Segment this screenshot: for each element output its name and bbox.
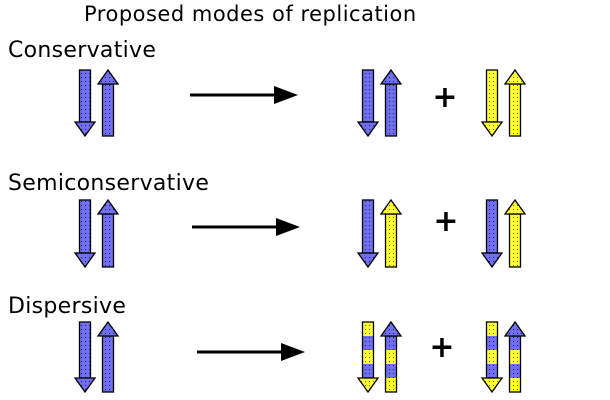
strand-arrowhead: [96, 320, 120, 337]
plus-sign: +: [433, 204, 458, 239]
strand-segment-new: [486, 350, 498, 364]
strand-segment-new: [509, 84, 521, 136]
strand-segment-new: [385, 350, 397, 364]
diagram-title: Proposed modes of replication: [84, 2, 417, 26]
strand-arrowhead: [379, 198, 403, 215]
strand-segment-parent: [362, 336, 374, 350]
row1-product0-strand-right: [379, 198, 403, 268]
strand-arrowhead: [96, 68, 120, 85]
row0-product0-strand-right: [379, 68, 403, 137]
strand-segment-new: [509, 214, 521, 267]
row2-product0-strand-left: [356, 321, 380, 394]
plus-sign: +: [429, 330, 454, 365]
strand-arrowhead: [96, 198, 120, 215]
process-arrow: [192, 218, 300, 236]
strand-segment-new: [486, 70, 498, 122]
row0-parent-strand-left: [73, 69, 97, 138]
strand-segment-parent: [362, 70, 374, 122]
strand-arrowhead: [503, 68, 527, 85]
strand-segment-parent: [102, 84, 114, 136]
row0-product1-strand-right: [503, 68, 527, 137]
row2-parent-strand-right: [96, 320, 120, 393]
row0-product1-strand-left: [480, 69, 504, 138]
row2-product0-strand-right: [379, 320, 403, 393]
strand-arrowhead: [503, 198, 527, 215]
plus-sign: +: [432, 80, 457, 115]
strand-segment-parent: [79, 200, 91, 253]
strand-arrowhead: [379, 320, 403, 337]
strand-arrowhead: [379, 68, 403, 85]
strand-segment-new: [486, 322, 498, 336]
strand-arrowhead: [503, 320, 527, 337]
strand-arrowhead: [480, 377, 504, 394]
process-arrow: [190, 86, 298, 104]
strand-arrowhead: [73, 121, 97, 138]
process-arrow-head: [274, 86, 298, 104]
row1-product1-strand-left: [480, 199, 504, 269]
strand-segment-parent: [79, 70, 91, 122]
row1-parent-strand-left: [73, 199, 97, 269]
row2-parent-strand-left: [73, 321, 97, 394]
row0-product0-strand-left: [356, 69, 380, 138]
strand-segment-parent: [509, 336, 521, 350]
strand-arrowhead: [356, 121, 380, 138]
strand-segment-parent: [385, 336, 397, 350]
strand-segment-parent: [362, 200, 374, 253]
row1-product0-strand-left: [356, 199, 380, 269]
strand-segment-parent: [385, 364, 397, 378]
label-semiconservative: Semiconservative: [8, 171, 210, 196]
label-dispersive: Dispersive: [8, 294, 127, 319]
strand-segment-parent: [362, 364, 374, 378]
strand-segment-new: [362, 350, 374, 364]
process-arrow: [197, 343, 305, 361]
strand-arrowhead: [73, 252, 97, 269]
row1-parent-strand-right: [96, 198, 120, 268]
strand-segment-new: [509, 350, 521, 364]
process-arrow-head: [281, 343, 305, 361]
strand-segment-parent: [102, 214, 114, 267]
strand-arrowhead: [356, 377, 380, 394]
label-conservative: Conservative: [8, 38, 157, 63]
row1-product1-strand-right: [503, 198, 527, 268]
strand-arrowhead: [480, 121, 504, 138]
strand-segment-new: [362, 322, 374, 336]
process-arrow-head: [276, 218, 300, 236]
strand-segment-parent: [486, 200, 498, 253]
row2-product1-strand-right: [503, 320, 527, 393]
strand-segment-new: [509, 378, 521, 392]
strand-segment-parent: [486, 336, 498, 350]
strand-segment-parent: [385, 84, 397, 136]
strand-segment-new: [385, 378, 397, 392]
strand-segment-new: [385, 214, 397, 267]
row0-parent-strand-right: [96, 68, 120, 137]
strand-arrowhead: [73, 377, 97, 394]
row2-product1-strand-left: [480, 321, 504, 394]
strand-segment-parent: [509, 364, 521, 378]
strand-segment-parent: [79, 322, 91, 378]
strand-segment-parent: [486, 364, 498, 378]
strand-segment-parent: [102, 336, 114, 392]
strand-arrowhead: [480, 252, 504, 269]
strand-arrowhead: [356, 252, 380, 269]
